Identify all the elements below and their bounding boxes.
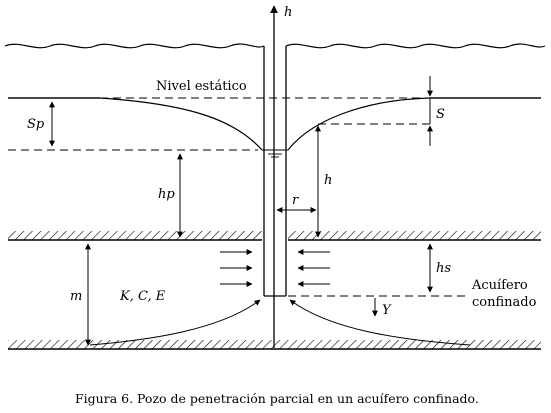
bottom-confining-hatch [8, 340, 541, 349]
hp-label: hp [158, 187, 175, 202]
hs-label: hs [436, 261, 451, 276]
flow-curve-left [89, 299, 261, 346]
sp-label: Sp [27, 117, 45, 132]
top-confining-hatch-left [8, 231, 262, 240]
ground-surface-right [285, 43, 546, 49]
kce-label: K, C, E [119, 289, 166, 304]
top-confining-hatch-right [288, 231, 541, 240]
figure-caption: Figura 6. Pozo de penetración parcial en… [75, 391, 479, 406]
s-label: S [436, 107, 445, 122]
drawdown-curve-right [287, 97, 541, 151]
static-level-label: Nivel estático [156, 79, 247, 94]
r-label: r [292, 193, 299, 208]
aquifer-label-line2: confinado [472, 295, 537, 310]
m-label: m [70, 289, 82, 304]
drawdown-curve-left [8, 97, 263, 151]
h-axis-label: h [284, 5, 292, 20]
ground-surface-left [4, 43, 265, 49]
flow-curve-right [289, 299, 471, 346]
aquifer-label-line1: Acuífero [471, 278, 528, 293]
y-label: Y [382, 303, 392, 318]
h-label: h [324, 173, 332, 188]
